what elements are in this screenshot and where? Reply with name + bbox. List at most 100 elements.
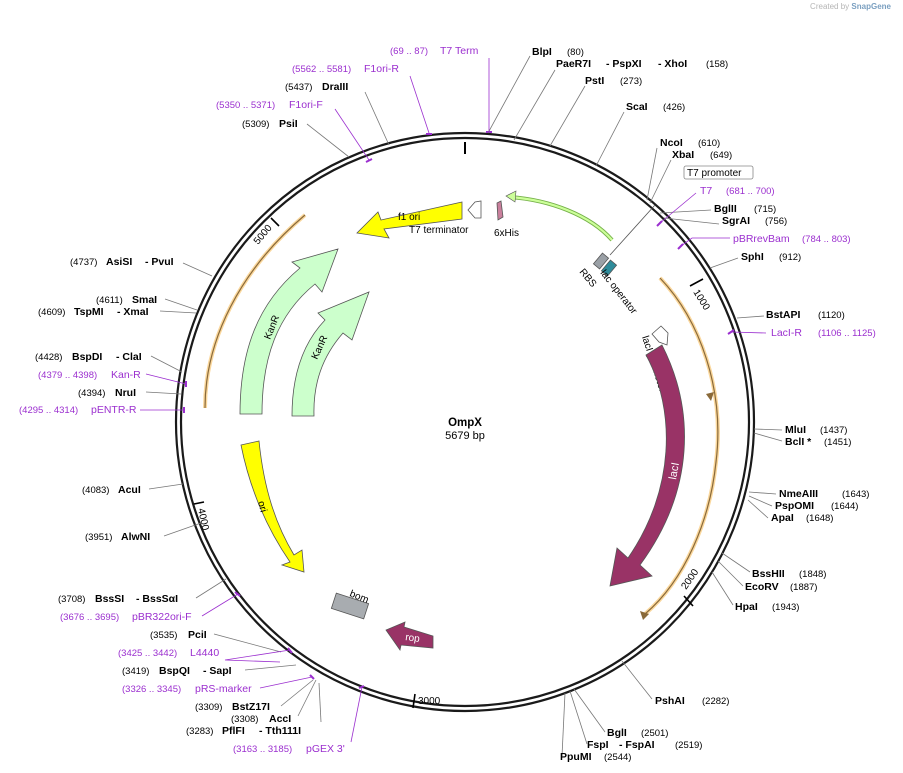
primer-l4440-range: (3425 .. 3442)	[118, 648, 177, 659]
primer-mark-pgex3	[358, 685, 365, 689]
enzyme-ppumi-pos: (2544)	[604, 752, 631, 763]
primer-mark-f1ori-f	[365, 158, 373, 163]
enzyme-hpai-pos: (1943)	[772, 602, 799, 613]
enzyme-bsshii: BssHII	[752, 568, 785, 580]
enzyme-xhoi: - XhoI	[658, 58, 687, 70]
enzyme-pvui: - PvuI	[145, 256, 174, 268]
plasmid-size: 5679 bp	[445, 430, 485, 442]
enzyme-draiii: DraIII	[322, 81, 348, 93]
enzyme-pcii: PciI	[188, 629, 207, 641]
enzyme-sgrai-pos: (756)	[765, 216, 787, 227]
enzyme-psii-pos: (5309)	[242, 119, 269, 130]
primer-pgex3-range: (3163 .. 3185)	[233, 744, 292, 755]
leader-apai	[747, 499, 769, 519]
enzyme-ncoi-pos: (610)	[698, 138, 720, 149]
primer-pbr322ori-f-range: (3676 .. 3695)	[60, 612, 119, 623]
enzyme-sapi: - SapI	[203, 665, 232, 677]
laci-arrow	[609, 344, 685, 587]
enzyme-bcli: BclI *	[785, 436, 812, 448]
rbs-lac-leader	[609, 204, 656, 256]
primer-t7term: T7 Term	[440, 45, 479, 57]
t7-terminator-arrow	[467, 200, 482, 219]
his-tag-arrow	[496, 200, 504, 221]
rop-label: rop	[405, 632, 421, 645]
enzyme-xbai: XbaI	[672, 149, 694, 161]
enzyme-alwni-pos: (3951)	[85, 532, 112, 543]
rop-arrow	[385, 621, 434, 651]
kanr-inner-arrow	[291, 291, 370, 417]
enzyme-ncoi: NcoI	[660, 137, 683, 149]
leader-acui	[148, 483, 184, 490]
primer-leader-pgex3	[350, 686, 363, 743]
primer-t7-range: (681 .. 700)	[726, 186, 775, 197]
enzyme-pshai: PshAI	[655, 695, 685, 707]
enzyme-bsssai: - BssSαI	[136, 593, 178, 605]
enzyme-bstapi: BstAPI	[766, 309, 801, 321]
bom-block	[330, 592, 370, 620]
orange-arc-right-head	[640, 611, 649, 620]
enzyme-fspi-pos: (2519)	[675, 740, 702, 751]
enzyme-acui: AcuI	[118, 484, 141, 496]
enzyme-pshai-pos: (2282)	[702, 696, 729, 707]
enzyme-ppumi: PpuMI	[560, 751, 592, 763]
t7-terminator-label: T7 terminator	[409, 225, 469, 236]
leader-bsshii	[721, 552, 751, 573]
enzyme-bglii: BglII	[714, 203, 737, 215]
leader-ecorv	[717, 560, 744, 587]
enzyme-asisi: AsiSI	[106, 256, 132, 268]
enzyme-mlui-pos: (1437)	[820, 425, 847, 436]
tick-label-5000: 5000	[252, 222, 275, 246]
leader-xhoi	[513, 69, 556, 141]
leader-bcli	[753, 432, 783, 442]
enzyme-paer7i: PaeR7I	[556, 58, 591, 70]
enzyme-psti-pos: (273)	[620, 76, 642, 87]
primer-kan-r: Kan-R	[111, 369, 141, 381]
enzyme-bspdi: BspDI	[72, 351, 102, 363]
backbone-outer	[174, 131, 756, 713]
enzyme-fspi: FspI	[587, 739, 609, 751]
leader-scai	[595, 111, 625, 167]
primer-leader-prs-marker	[259, 676, 313, 689]
tick-mark-5000	[270, 217, 280, 227]
tick-label-4000: 4000	[195, 507, 210, 531]
enzyme-hpai: HpaI	[735, 601, 758, 613]
tick-mark-1000	[689, 278, 704, 287]
enzyme-sphi: SphI	[741, 251, 764, 263]
tick-mark-2000	[683, 595, 694, 607]
tick-label-3000: 3000	[418, 696, 441, 707]
leader-lines	[145, 55, 783, 757]
credit-prefix: Created by	[810, 2, 850, 11]
leader-bsssi	[195, 578, 227, 599]
enzyme-mlui: MluI	[785, 424, 806, 436]
rbs-label: RBS	[577, 267, 599, 290]
primer-leader-l4440	[224, 649, 291, 663]
leader-xbai	[649, 159, 672, 204]
enzyme-tth111i: - Tth111I	[259, 725, 301, 737]
enzyme-pcii-pos: (3535)	[150, 630, 177, 641]
enzyme-bsssi: BssSI	[95, 593, 124, 605]
primer-mark-l4440	[287, 647, 293, 654]
primer-pgex3: pGEX 3'	[306, 743, 345, 755]
t7-promoter-arrow-fill	[509, 195, 613, 241]
primer-kan-r-range: (4379 .. 4398)	[38, 370, 97, 381]
enzyme-bcli-pos: (1451)	[824, 437, 851, 448]
f1-ori-label: f1 ori	[398, 212, 420, 223]
enzyme-sgrai: SgrAI	[722, 215, 750, 227]
enzyme-bstz17i: BstZ17I	[232, 701, 270, 713]
credit-brand: SnapGene	[851, 2, 891, 11]
primer-laci-r: LacI-R	[771, 327, 802, 339]
leader-bstz17i	[280, 679, 314, 707]
enzyme-clai: - ClaI	[116, 351, 142, 363]
leader-bspdi	[150, 355, 183, 373]
orange-arc-right-core	[644, 277, 719, 615]
enzyme-apai: ApaI	[771, 512, 794, 524]
primer-laci-r-range: (1106 .. 1125)	[818, 328, 876, 339]
enzyme-acui-pos: (4083)	[82, 485, 109, 496]
enzyme-draiii-pos: (5437)	[285, 82, 312, 93]
lac-operator-block	[600, 259, 618, 277]
enzyme-psii: PsiI	[279, 118, 298, 130]
enzyme-pflfi-pos: (3283)	[186, 726, 213, 737]
leader-draiii	[364, 91, 390, 146]
enzyme-xbai-pos: (649)	[710, 150, 732, 161]
